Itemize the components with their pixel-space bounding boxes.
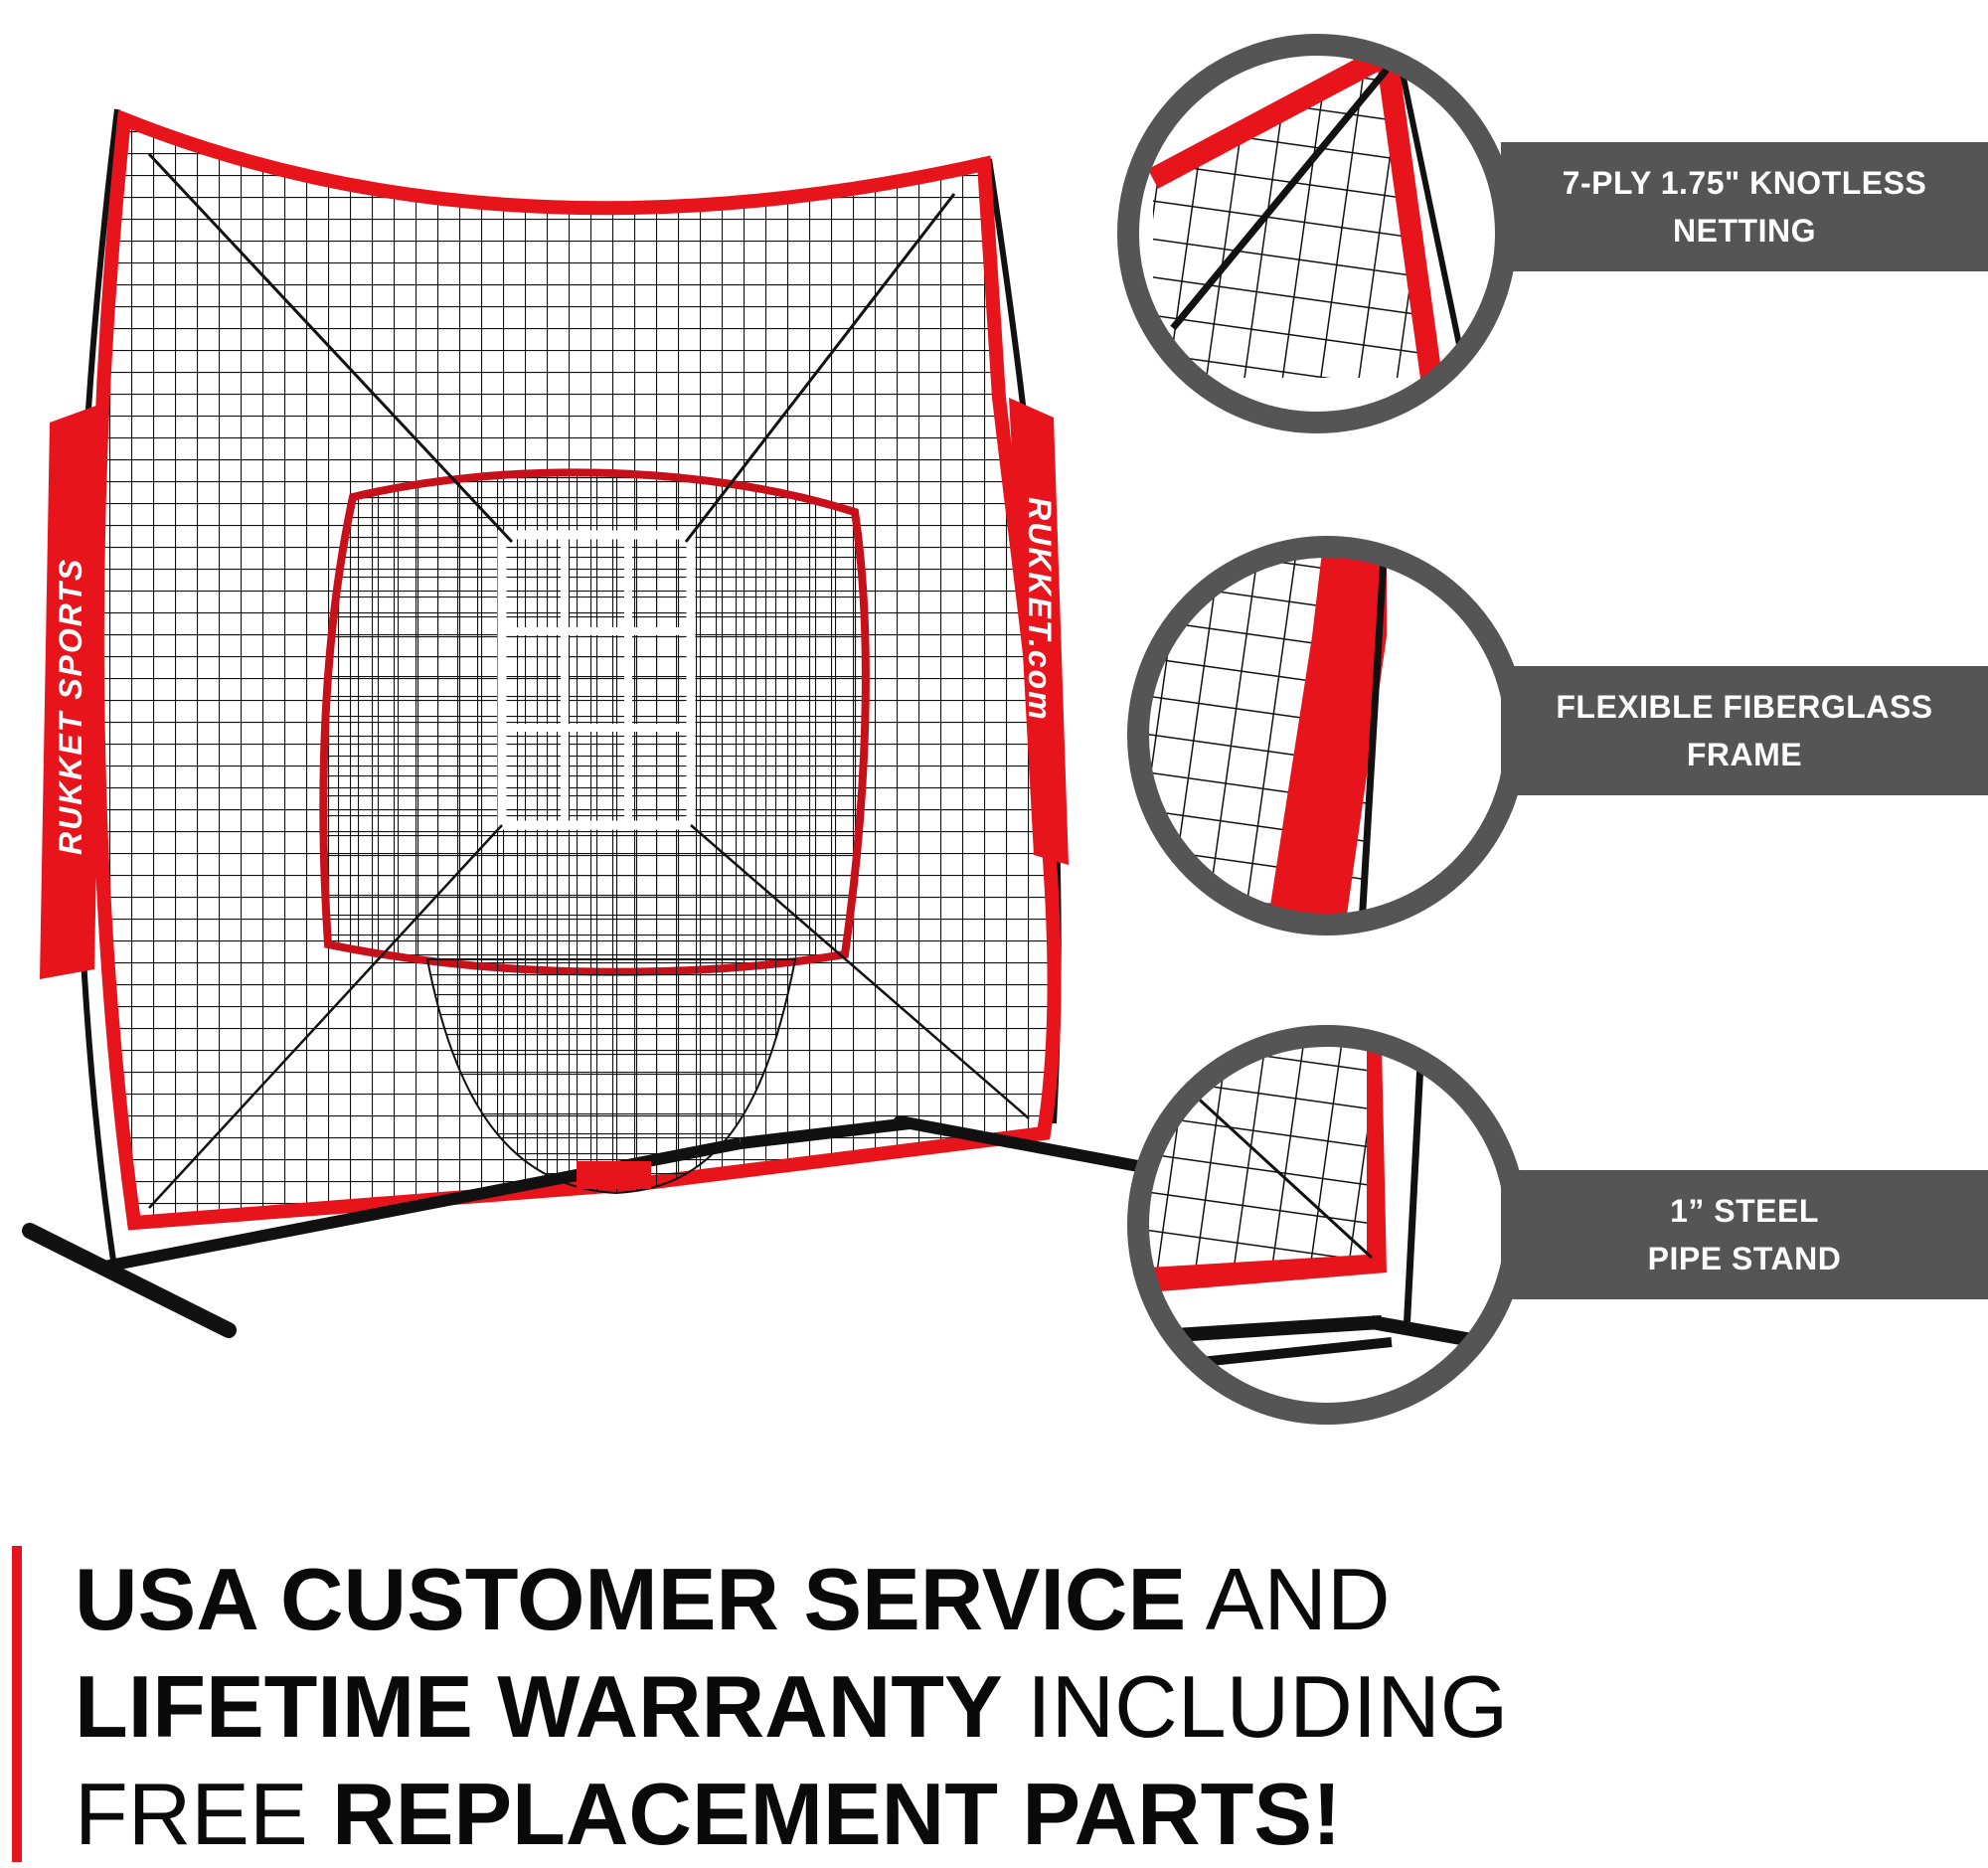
callout-stand-line1: 1” STEEL xyxy=(1670,1193,1819,1229)
accent-bar xyxy=(12,1546,22,1862)
callout-frame-line1: FLEXIBLE FIBERGLASS xyxy=(1556,689,1933,725)
ball-pocket xyxy=(425,958,797,1195)
right-sleeve xyxy=(1009,398,1069,865)
callout-netting-line1: 7-PLY 1.75" KNOTLESS xyxy=(1562,165,1927,201)
zoom-circle-netting xyxy=(1117,34,1517,433)
callout-netting: 7-PLY 1.75" KNOTLESS NETTING xyxy=(1501,142,1988,271)
left-sleeve xyxy=(40,403,104,979)
callout-netting-line2: NETTING xyxy=(1673,213,1816,249)
zoom-circle-frame xyxy=(1127,536,1527,935)
promo-line-2-light: INCLUDING xyxy=(1027,1657,1509,1756)
right-sleeve-brand: RUKKET.com xyxy=(1022,497,1058,722)
promo-line-3: FREE REPLACEMENT PARTS! xyxy=(75,1761,1508,1868)
promo-line-1: USA CUSTOMER SERVICE AND xyxy=(75,1546,1508,1653)
batting-net: RUKKET SPORTS RUKKET.com xyxy=(22,108,1144,1338)
strike-zone-pocket xyxy=(319,468,870,976)
promo-line-1-bold: USA CUSTOMER SERVICE xyxy=(75,1550,1187,1648)
steel-base xyxy=(22,1115,1144,1338)
callout-stand-line2: PIPE STAND xyxy=(1647,1241,1842,1276)
callout-frame-line2: FRAME xyxy=(1686,737,1803,772)
promo-line-1-light: AND xyxy=(1205,1550,1391,1648)
zoom-circle-stand xyxy=(1127,1025,1527,1425)
callout-stand: 1” STEEL PIPE STAND xyxy=(1501,1170,1988,1299)
callout-frame: FLEXIBLE FIBERGLASS FRAME xyxy=(1501,666,1988,795)
left-sleeve-brand: RUKKET SPORTS xyxy=(53,558,88,855)
promo-line-2: LIFETIME WARRANTY INCLUDING xyxy=(75,1653,1508,1761)
target-grid xyxy=(497,530,696,830)
promo-line-3-bold: REPLACEMENT PARTS! xyxy=(332,1765,1342,1863)
promo-line-2-bold: LIFETIME WARRANTY xyxy=(75,1657,1003,1756)
promo-text: USA CUSTOMER SERVICE AND LIFETIME WARRAN… xyxy=(75,1546,1508,1868)
promo-line-3-light: FREE xyxy=(75,1765,308,1863)
promo-footer: USA CUSTOMER SERVICE AND LIFETIME WARRAN… xyxy=(0,1546,1988,1863)
